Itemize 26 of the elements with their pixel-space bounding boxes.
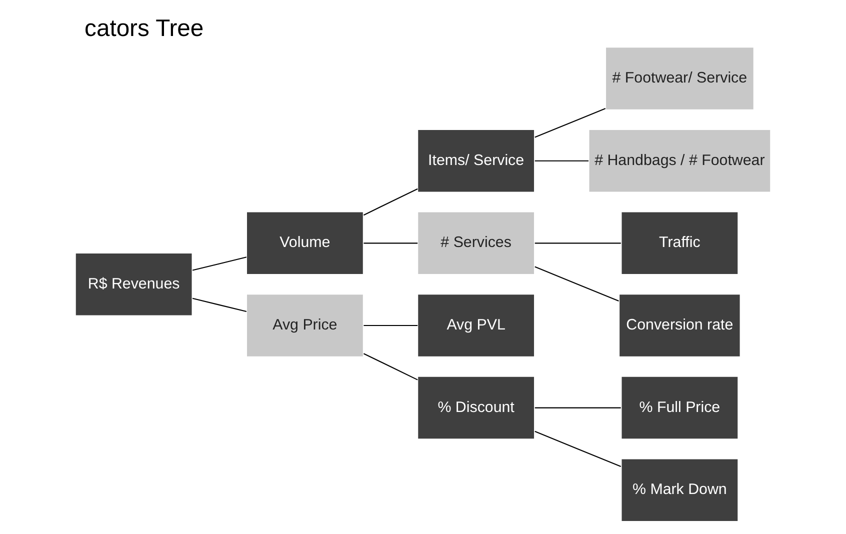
node-box: Avg Price: [246, 294, 364, 358]
connector: [534, 108, 606, 138]
connector: [534, 266, 619, 302]
diagram-title: cators Tree: [84, 14, 204, 42]
connector: [363, 353, 418, 380]
connector: [364, 242, 418, 244]
node-box: Traffic: [620, 211, 739, 276]
connector: [363, 188, 418, 216]
connector: [534, 430, 622, 468]
node-box: Conversion rate: [618, 294, 741, 358]
node-box: Volume: [246, 211, 364, 276]
connector: [534, 407, 621, 408]
node-box: Avg PVL: [417, 294, 536, 358]
connector: [192, 298, 247, 312]
connector: [534, 160, 589, 162]
connector: [534, 242, 621, 244]
node-box: % Mark Down: [620, 458, 739, 522]
node-box: # Services: [417, 211, 536, 276]
connector: [364, 324, 418, 326]
connector: [192, 256, 247, 271]
node-box: % Full Price: [620, 376, 739, 440]
node-box: Items/ Service: [417, 128, 536, 193]
node-box: R$ Revenues: [74, 252, 193, 316]
node-box: % Discount: [417, 376, 536, 440]
node-box: # Handbags / # Footwear: [588, 128, 772, 193]
node-box: # Footwear/ Service: [604, 46, 754, 110]
